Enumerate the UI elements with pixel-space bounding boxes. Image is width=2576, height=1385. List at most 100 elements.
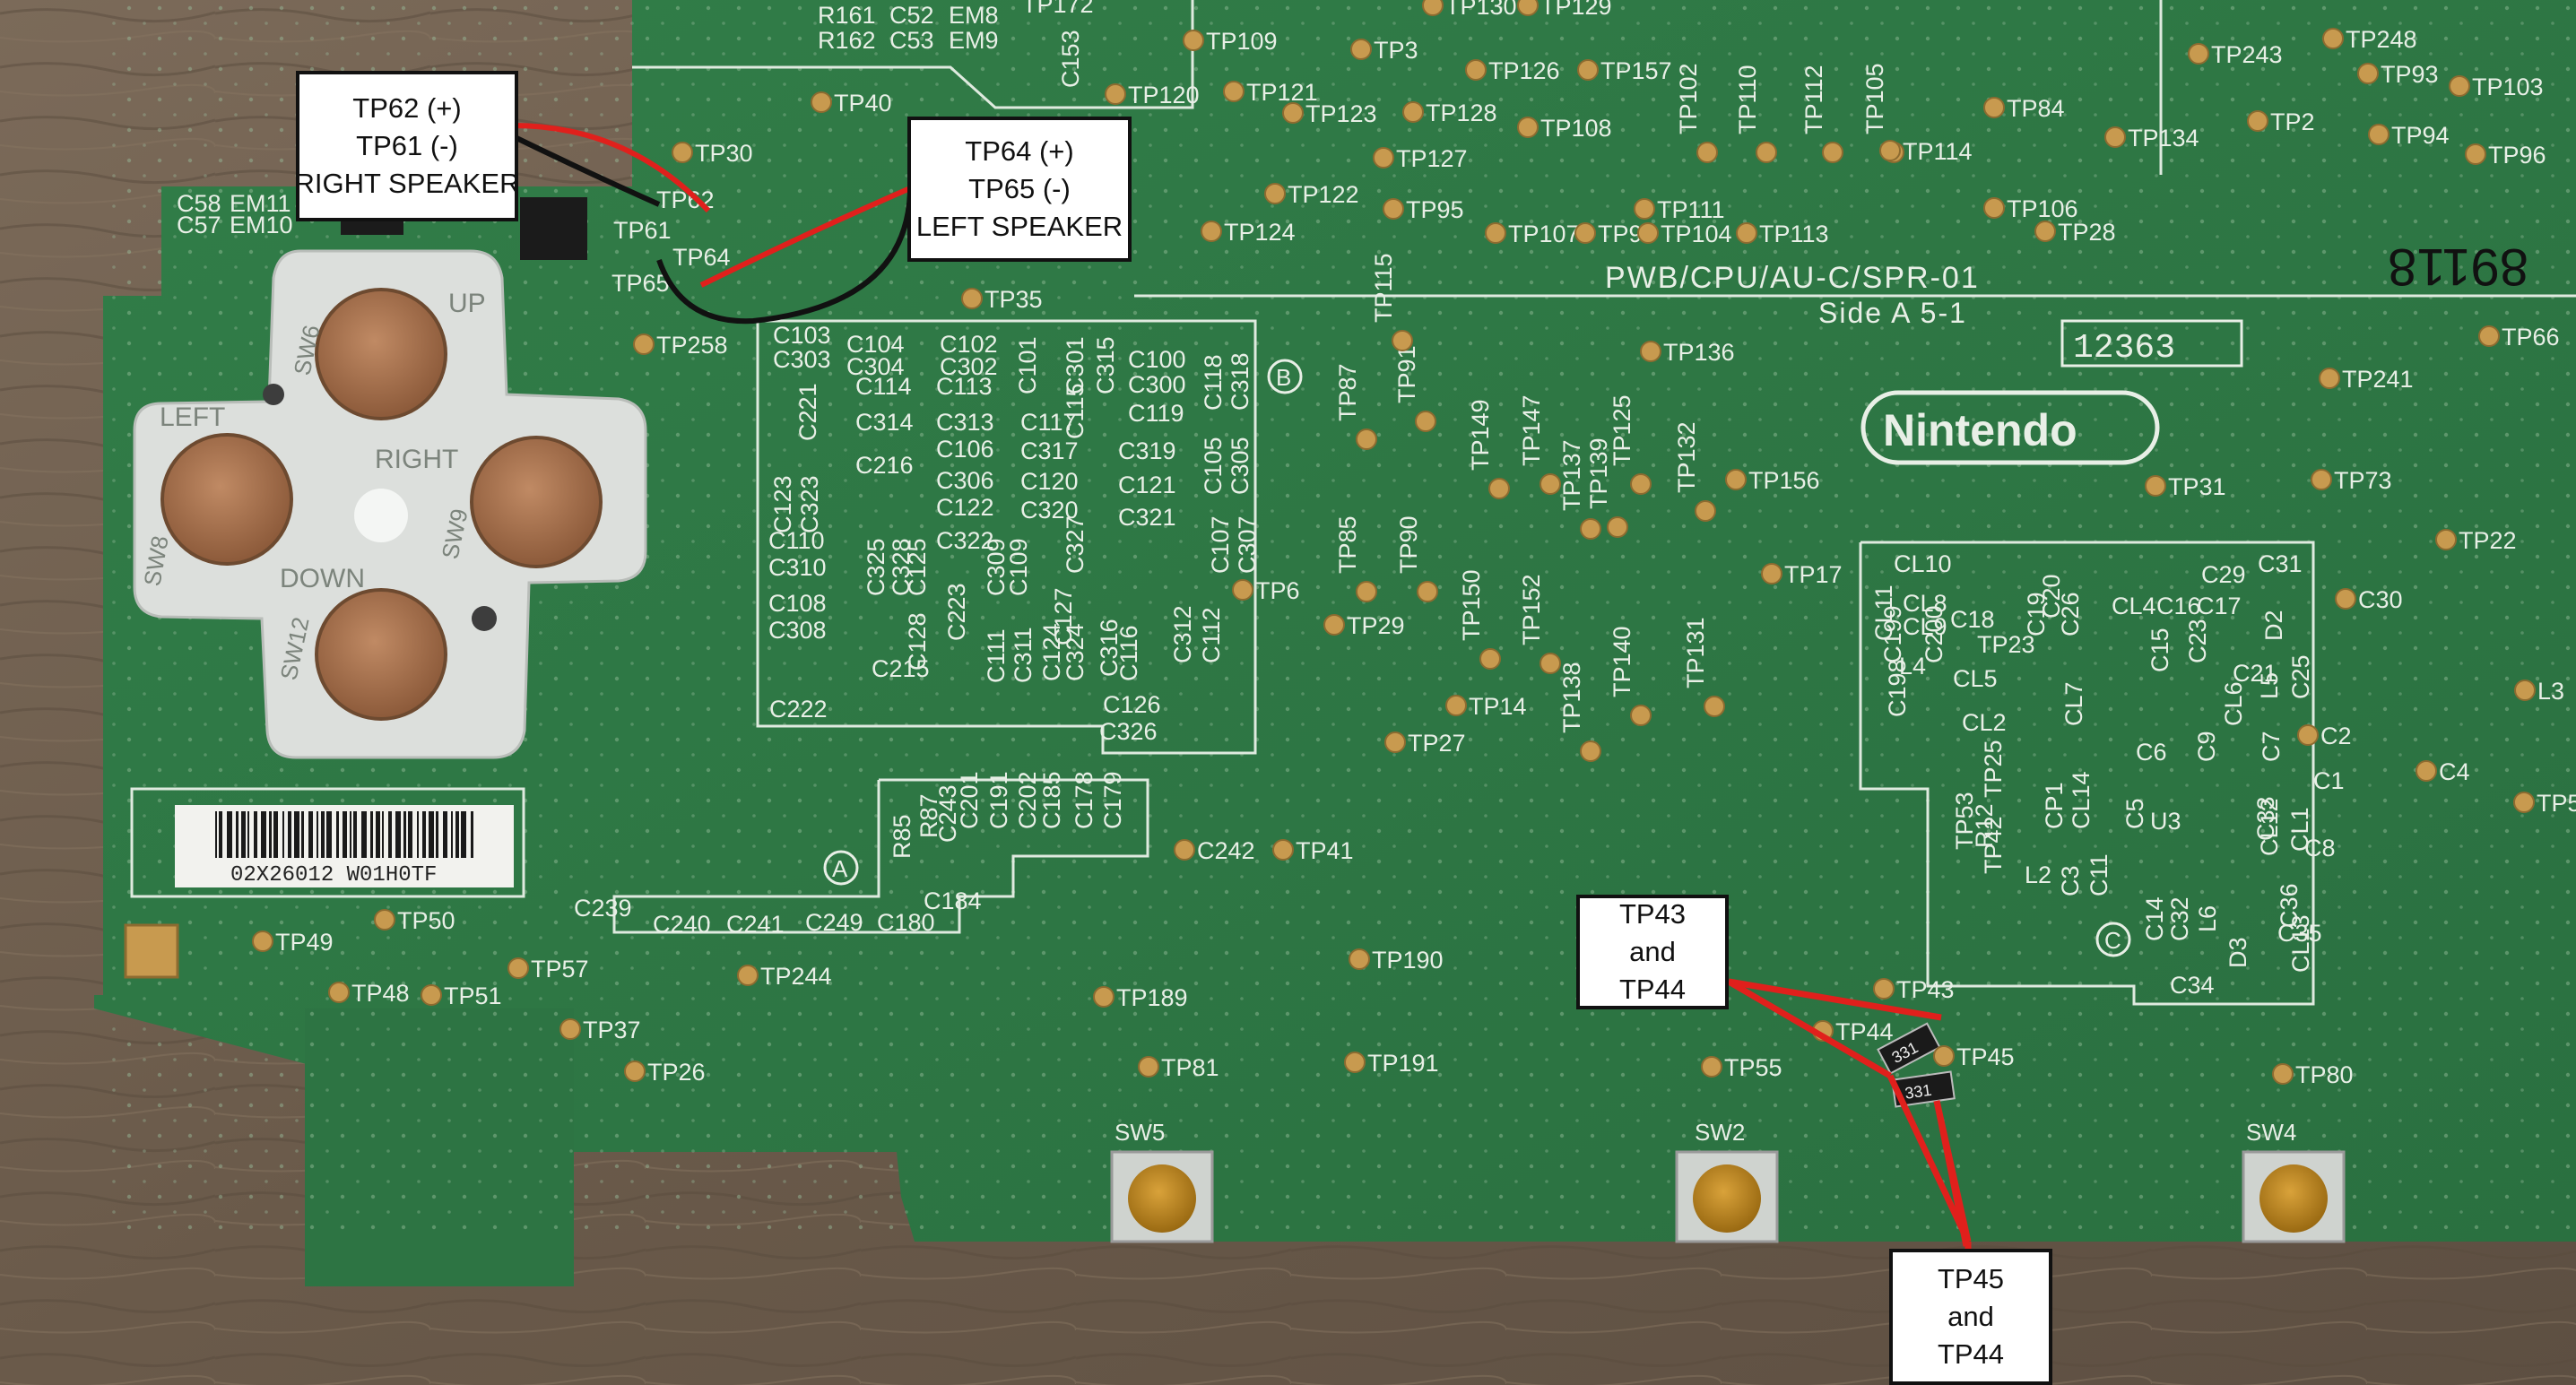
test-pad-tp17 [1761, 563, 1782, 584]
silk-label-c313: C313 [936, 409, 994, 436]
test-pad-tp43 [1873, 978, 1895, 1000]
dpad-left-button[interactable] [160, 433, 293, 566]
test-pad-tp248 [2322, 28, 2344, 49]
silk-label-c325: C325 [863, 538, 889, 596]
svg-text:A: A [832, 855, 848, 882]
switch-sw2[interactable] [1675, 1150, 1779, 1243]
silk-label-tp93: TP93 [2381, 61, 2439, 88]
silk-label-c30: C30 [2358, 586, 2403, 613]
silk-label-c32: C32 [2166, 896, 2193, 941]
test-pad-tp115 [1392, 330, 1413, 351]
silk-label-c241: C241 [726, 911, 785, 938]
silk-label-cl7: CL7 [2060, 681, 2087, 726]
barcode-bar [471, 811, 473, 858]
test-pad-tp94 [2368, 124, 2390, 145]
silk-label-c317: C317 [1020, 437, 1079, 464]
test-pad-tp28 [2034, 221, 2056, 242]
callout-tp43-tp44: TP43 and TP44 [1576, 895, 1729, 1009]
dpad-up-button[interactable] [315, 288, 447, 420]
test-pad-tp109 [1183, 30, 1204, 51]
switch-sw5[interactable] [1110, 1150, 1214, 1243]
silk-label-tp130: TP130 [1445, 0, 1517, 20]
silk-label-tp22: TP22 [2459, 527, 2517, 554]
silk-outline-region-b [756, 319, 1257, 755]
silk-label-tp258: TP258 [656, 332, 728, 359]
silk-label-tp120: TP120 [1128, 82, 1200, 108]
silk-label-c19: C19 [2023, 592, 2050, 636]
silk-label-c117: C117 [1020, 409, 1077, 436]
silk-label-c124: C124 [1038, 623, 1065, 681]
silk-label-c11: C11 [2086, 853, 2112, 896]
callout-tp43-line3: TP44 [1618, 974, 1687, 1005]
switch-sw4[interactable] [2242, 1150, 2346, 1243]
silk-label-tp152: TP152 [1518, 574, 1545, 645]
marker-b: B [1267, 359, 1303, 394]
handwritten-mark: 89118 [2388, 238, 2528, 296]
silk-label-tp156: TP156 [1748, 467, 1820, 494]
silk-label-tp53: TP53 [1951, 792, 1978, 850]
silk-label-c200: C200 [1921, 605, 1947, 663]
silk-label-c26: C26 [2057, 592, 2084, 636]
silk-label-tp84: TP84 [2007, 95, 2065, 122]
dpad-right-label: RIGHT [375, 445, 458, 474]
connector-block [520, 197, 587, 260]
silk-label-c113: C113 [936, 373, 993, 400]
test-pad-tp37 [559, 1018, 581, 1040]
silk-label-c34: C34 [2170, 972, 2215, 999]
barcode-bar [294, 811, 299, 858]
silk-label-d3: D3 [2225, 937, 2251, 968]
silk-label-tp65: TP65 [611, 270, 670, 297]
wire-black-left-speaker [656, 192, 913, 325]
silk-label-tp149: TP149 [1467, 399, 1494, 471]
silk-label-r162: R162 [818, 27, 876, 54]
dpad-down-button[interactable] [315, 588, 447, 721]
test-pad-c4 [2416, 760, 2437, 782]
silk-label-tp25: TP25 [1980, 740, 2007, 798]
silk-label-c3: C3 [2057, 865, 2084, 896]
silk-label-l3: L3 [2537, 678, 2564, 705]
barcode-bar [241, 811, 246, 858]
silk-label-em9: EM9 [949, 27, 999, 54]
silk-label-cl2: CL2 [1962, 709, 2007, 736]
silk-label-tp41: TP41 [1296, 837, 1354, 864]
silk-label-c21: C21 [2233, 660, 2277, 687]
silk-label-em10: EM10 [230, 212, 293, 238]
silk-label-c33: C33 [2252, 796, 2279, 841]
silk-label-tp57: TP57 [531, 956, 589, 982]
silk-label-c29: C29 [2201, 561, 2246, 588]
test-pad-c242 [1174, 839, 1195, 861]
silk-label-r85: R85 [889, 814, 915, 859]
wire-black-right-speaker [511, 134, 661, 207]
silk-label-tp29: TP29 [1347, 612, 1405, 639]
silk-label-c240: C240 [653, 911, 711, 938]
silk-label-tp108: TP108 [1540, 115, 1612, 142]
silk-label-l4: L4 [1899, 653, 1926, 680]
silk-label-c1: C1 [2313, 767, 2345, 794]
silk-label-c315: C315 [1092, 336, 1119, 394]
callout-right-speaker: TP62 (+) TP61 (-) RIGHT SPEAKER [295, 71, 519, 221]
wire-tp44-upper [1727, 978, 1892, 1079]
silk-label-tp31: TP31 [2168, 473, 2226, 500]
silk-label-tp104: TP104 [1661, 221, 1732, 247]
svg-text:C: C [2104, 927, 2121, 954]
test-pad-tp189 [1093, 986, 1115, 1008]
silk-label-c180: C180 [877, 909, 935, 936]
silk-label-c109: C109 [1005, 538, 1032, 596]
barcode-bars [215, 811, 473, 858]
silk-label-tp112: TP112 [1800, 65, 1827, 134]
switch-sw5-label: SW5 [1115, 1119, 1165, 1146]
silk-label-c126: C126 [1103, 691, 1161, 718]
test-pad-tp113 [1736, 222, 1757, 244]
silk-label-tp49: TP49 [275, 929, 334, 956]
dpad-center-hole [354, 489, 408, 542]
test-pad-tp40 [811, 91, 832, 113]
dpad-right-button[interactable] [470, 436, 603, 568]
barcode-bar [219, 811, 222, 858]
silk-label-c242: C242 [1197, 837, 1255, 864]
silk-label-c20: C20 [2038, 574, 2065, 619]
barcode-bar [429, 811, 434, 858]
test-pad-tp130 [1422, 0, 1444, 16]
silk-label-c222: C222 [769, 696, 828, 723]
silk-label-c316: C316 [1096, 619, 1123, 677]
